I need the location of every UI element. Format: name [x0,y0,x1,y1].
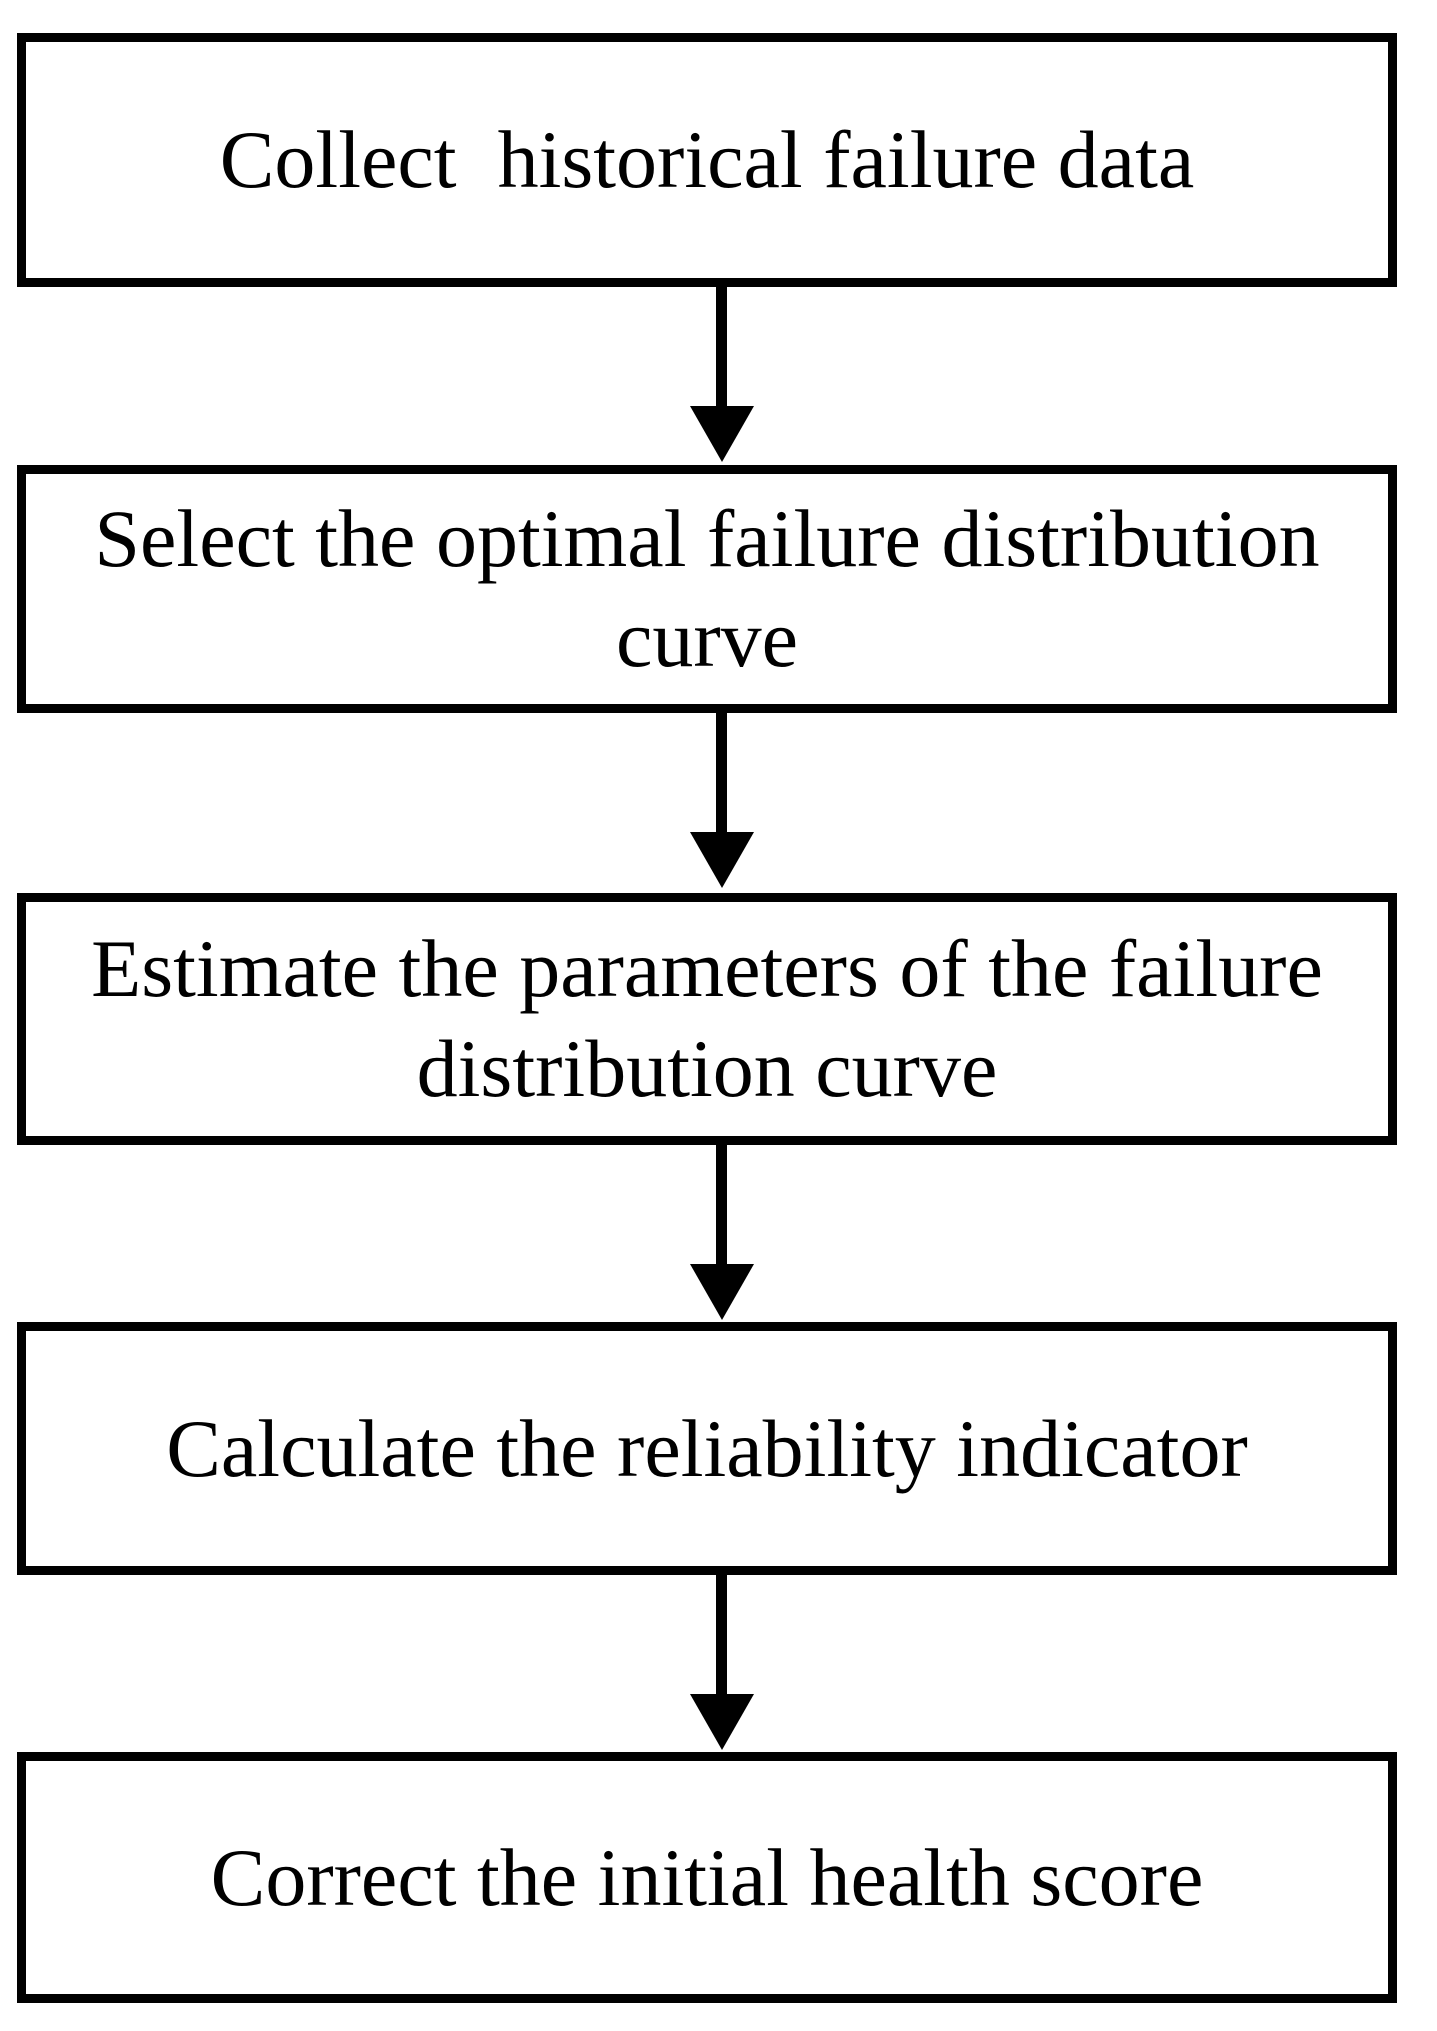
arrow-shaft [716,1575,727,1696]
arrow-head-icon [690,406,754,462]
down-arrow-connector-4 [690,1575,754,1750]
flowchart-step-correct-health-score: Correct the initial health score [17,1752,1397,2003]
arrow-head-icon [690,1264,754,1320]
step-label: Collect historical failure data [219,114,1195,205]
step-label: Select the optimal failure distribution … [94,493,1320,684]
arrow-head-icon [690,1694,754,1750]
arrow-shaft [716,287,727,408]
step-label: Estimate the parameters of the failure d… [91,923,1323,1114]
flowchart-step-calculate-reliability: Calculate the reliability indicator [17,1322,1397,1575]
down-arrow-connector-2 [690,713,754,888]
flowchart-step-select-curve: Select the optimal failure distribution … [17,465,1397,713]
arrow-shaft [716,1145,727,1266]
down-arrow-connector-3 [690,1145,754,1320]
flowchart-step-collect-data: Collect historical failure data [17,33,1397,287]
arrow-head-icon [690,832,754,888]
step-label: Calculate the reliability indicator [166,1402,1248,1494]
arrow-shaft [716,713,727,834]
down-arrow-connector-1 [690,287,754,462]
flowchart-step-estimate-parameters: Estimate the parameters of the failure d… [17,893,1397,1145]
step-label: Correct the initial health score [210,1831,1204,1923]
